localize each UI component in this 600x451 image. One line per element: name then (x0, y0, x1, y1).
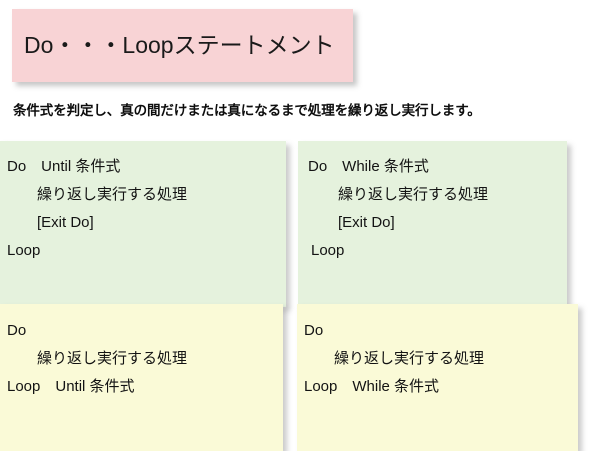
code-line: Loop Until 条件式 (7, 378, 135, 395)
code-line: Do (304, 322, 324, 339)
page-title: Do・・・Loopステートメント (24, 31, 335, 58)
code-line: Do Until 条件式 (7, 158, 121, 175)
description-text: 条件式を判定し、真の間だけまたは真になるまで処理を繰り返し実行します。 (13, 103, 481, 118)
code-panel-do-while: Do While 条件式 繰り返し実行する処理 [Exit Do] Loop (298, 141, 567, 307)
code-line: Loop (311, 242, 345, 259)
code-line: Do While 条件式 (308, 158, 429, 175)
code-line: Loop (7, 242, 41, 259)
code-panel-loop-until: Do 繰り返し実行する処理 Loop Until 条件式 (0, 304, 283, 451)
code-panel-loop-while: Do 繰り返し実行する処理 Loop While 条件式 (297, 304, 578, 451)
code-line: 繰り返し実行する処理 (7, 186, 188, 203)
code-panel-do-until: Do Until 条件式 繰り返し実行する処理 [Exit Do] Loop (0, 141, 286, 307)
code-line: Do (7, 322, 27, 339)
code-line: 繰り返し実行する処理 (308, 186, 489, 203)
title-banner: Do・・・Loopステートメント (12, 9, 353, 82)
code-line: [Exit Do] (7, 214, 94, 231)
code-line: 繰り返し実行する処理 (7, 350, 188, 367)
code-line: 繰り返し実行する処理 (304, 350, 485, 367)
code-line: [Exit Do] (308, 214, 395, 231)
code-line: Loop While 条件式 (304, 378, 440, 395)
